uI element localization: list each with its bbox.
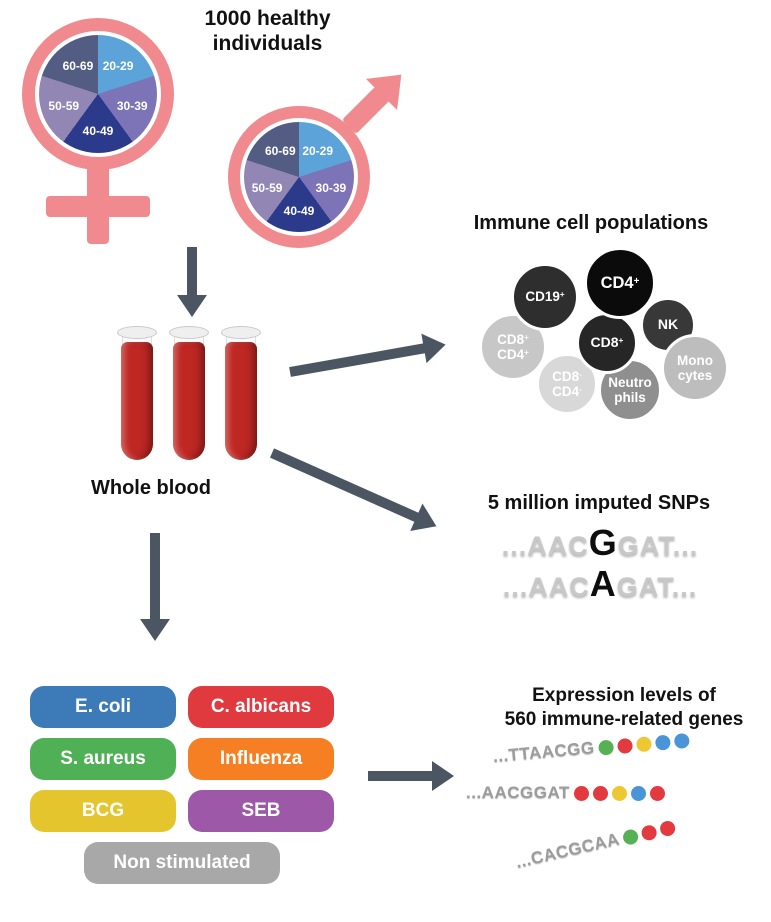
expression-row-2: ...AACGGAT — [466, 782, 665, 804]
arrow-shaft — [269, 448, 424, 525]
female-symbol-crossbar — [46, 196, 150, 217]
expression-dot — [630, 785, 646, 801]
expression-dot — [597, 738, 615, 756]
cell-label: CD8- CD4- — [552, 368, 582, 399]
age-slice-label-60-69: 60-69 — [62, 58, 94, 73]
whole-blood-label: Whole blood — [91, 477, 211, 499]
expression-dot — [573, 785, 589, 801]
age-slice-label-20-29: 20-29 — [302, 143, 334, 158]
blood-tube — [117, 326, 157, 460]
cell-label: Neutro phils — [608, 374, 652, 405]
snp-sequences: ...AACGGAT... ...AACAGAT... — [450, 524, 750, 606]
age-slice-label-60-69: 60-69 — [264, 143, 296, 158]
snps-title: 5 million imputed SNPs — [487, 492, 711, 514]
male-age-pie: 20-29 30-39 40-49 50-59 60-69 — [244, 122, 354, 232]
cell-cd19: CD19+ — [511, 263, 579, 331]
cell-label: CD4+ — [600, 273, 640, 292]
blood-tube — [221, 326, 261, 460]
female-circle: 20-29 30-39 40-49 50-59 60-69 — [22, 18, 174, 170]
age-slice-label-50-59: 50-59 — [48, 98, 80, 113]
male-circle: 20-29 30-39 40-49 50-59 60-69 — [228, 106, 370, 248]
stimulus-e-coli: E. coli — [30, 686, 176, 728]
expression-dot — [611, 785, 627, 801]
arrow-head — [410, 503, 443, 540]
stimulus-influenza: Influenza — [188, 738, 334, 780]
arrow-individuals-to-blood — [176, 247, 208, 317]
tube-blood — [225, 342, 257, 460]
blood-tube — [169, 326, 209, 460]
stimulus-non-stimulated: Non stimulated — [84, 842, 280, 884]
snp-sequence-2: ...AACAGAT... — [502, 563, 698, 604]
arrow-head — [177, 295, 207, 317]
age-slice-label-20-29: 20-29 — [102, 58, 134, 73]
age-slice-label-30-39: 30-39 — [315, 181, 347, 195]
cell-cd8: CD8+ — [576, 312, 638, 374]
gene-sequence: ...CACGCAA — [513, 829, 622, 872]
expression-row-1: ...TTAACGG — [492, 729, 690, 768]
expression-dot — [640, 823, 659, 842]
snp-sequence-1: ...AACGGAT... — [501, 522, 699, 563]
stimulus-c-albicans: C. albicans — [188, 686, 334, 728]
arrow-blood-to-cells — [287, 329, 449, 388]
tube-blood — [173, 342, 205, 460]
arrow-head — [421, 329, 449, 364]
expression-dot — [649, 785, 665, 801]
expression-title: Expression levels of 560 immune-related … — [504, 685, 744, 730]
arrow-stimuli-to-expression — [368, 760, 454, 792]
gene-sequence: ...TTAACGG — [492, 738, 596, 766]
expression-dot — [673, 732, 690, 749]
arrow-head — [432, 761, 454, 791]
snp-highlight-allele: A — [589, 563, 617, 604]
cell-label: CD19+ — [525, 289, 565, 305]
arrow-shaft — [289, 342, 431, 377]
cell-label: CD8+ CD4+ — [497, 331, 529, 362]
tube-rim — [169, 326, 209, 339]
expression-dot — [592, 785, 608, 801]
tube-blood — [121, 342, 153, 460]
immune-cells-title: Immune cell populations — [473, 212, 709, 234]
female-age-pie: 20-29 30-39 40-49 50-59 60-69 — [39, 35, 157, 153]
age-slice-label-40-49: 40-49 — [82, 123, 114, 138]
cell-label: CD8+ — [590, 334, 624, 351]
expression-dot — [616, 737, 634, 754]
cell-label: Mono cytes — [677, 352, 713, 383]
cell-cd4: CD4+ — [584, 247, 656, 319]
expression-dot — [654, 734, 671, 751]
gene-sequence: ...AACGGAT — [466, 783, 570, 802]
tube-rim — [221, 326, 261, 339]
tube-rim — [117, 326, 157, 339]
cell-monocytes: Mono cytes — [661, 334, 729, 402]
stimulus-seb: SEB — [188, 790, 334, 832]
arrow-shaft — [187, 247, 197, 301]
arrow-head — [140, 619, 170, 641]
arrow-shaft — [368, 771, 438, 781]
arrow-shaft — [150, 533, 160, 625]
stimulus-s-aureus: S. aureus — [30, 738, 176, 780]
age-slice-label-40-49: 40-49 — [283, 204, 315, 219]
arrow-blood-to-stimuli — [139, 533, 171, 641]
arrow-blood-to-snps — [265, 438, 443, 540]
main-title: 1000 healthy individuals — [204, 7, 331, 56]
age-slice-label-50-59: 50-59 — [251, 181, 283, 195]
expression-dot — [658, 819, 677, 838]
stimulus-bcg: BCG — [30, 790, 176, 832]
cell-label: NK — [657, 316, 679, 333]
age-slice-label-30-39: 30-39 — [116, 98, 148, 113]
snp-highlight-allele: G — [588, 522, 618, 563]
expression-dot — [635, 735, 653, 752]
expression-dot — [621, 827, 640, 846]
expression-row-3: ...CACGCAA — [514, 816, 678, 874]
